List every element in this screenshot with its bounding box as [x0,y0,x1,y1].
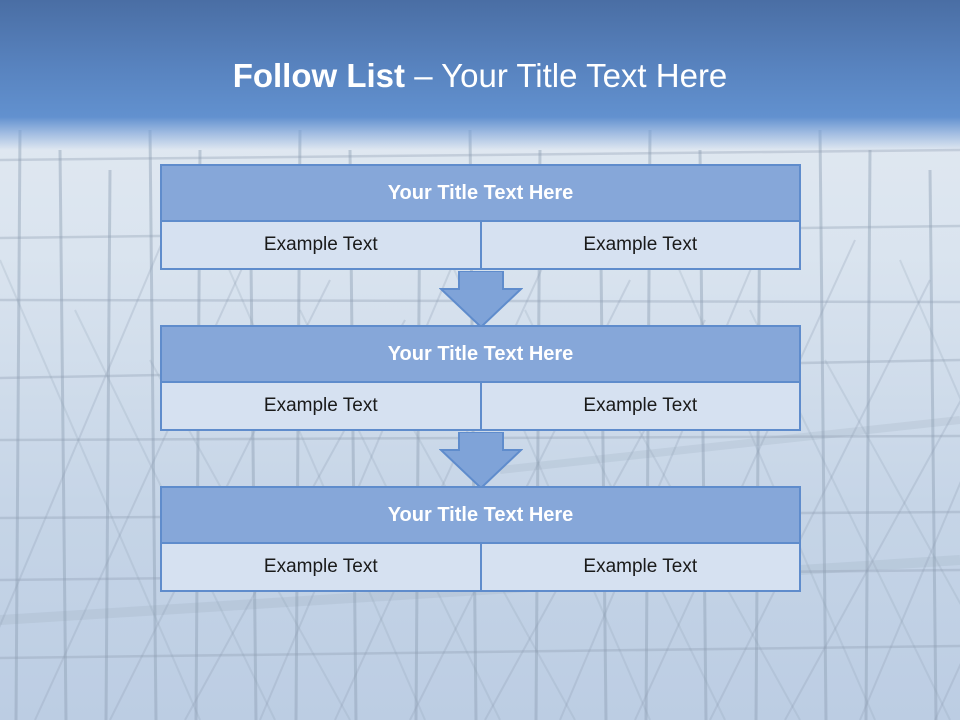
slide-title-strong: Follow List [232,57,406,94]
block-cell-left: Example Text [160,220,482,270]
block-title: Your Title Text Here [160,164,801,220]
slide-title: Follow List – Your Title Text Here [0,54,960,98]
slide-title-rest: – Your Title Text Here [405,57,728,94]
block-title: Your Title Text Here [160,486,801,542]
header-band [0,0,960,150]
block-cell-left: Example Text [160,542,482,592]
down-arrow-icon [439,271,523,329]
block-row: Example Text Example Text [160,542,801,592]
list-block-2: Your Title Text Here Example Text Exampl… [160,325,801,431]
block-cell-right: Example Text [481,220,801,270]
block-row: Example Text Example Text [160,381,801,431]
down-arrow-icon [439,432,523,490]
block-row: Example Text Example Text [160,220,801,270]
list-block-1: Your Title Text Here Example Text Exampl… [160,164,801,270]
block-title: Your Title Text Here [160,325,801,381]
block-cell-left: Example Text [160,381,482,431]
block-cell-right: Example Text [481,381,801,431]
list-block-3: Your Title Text Here Example Text Exampl… [160,486,801,592]
block-cell-right: Example Text [481,542,801,592]
